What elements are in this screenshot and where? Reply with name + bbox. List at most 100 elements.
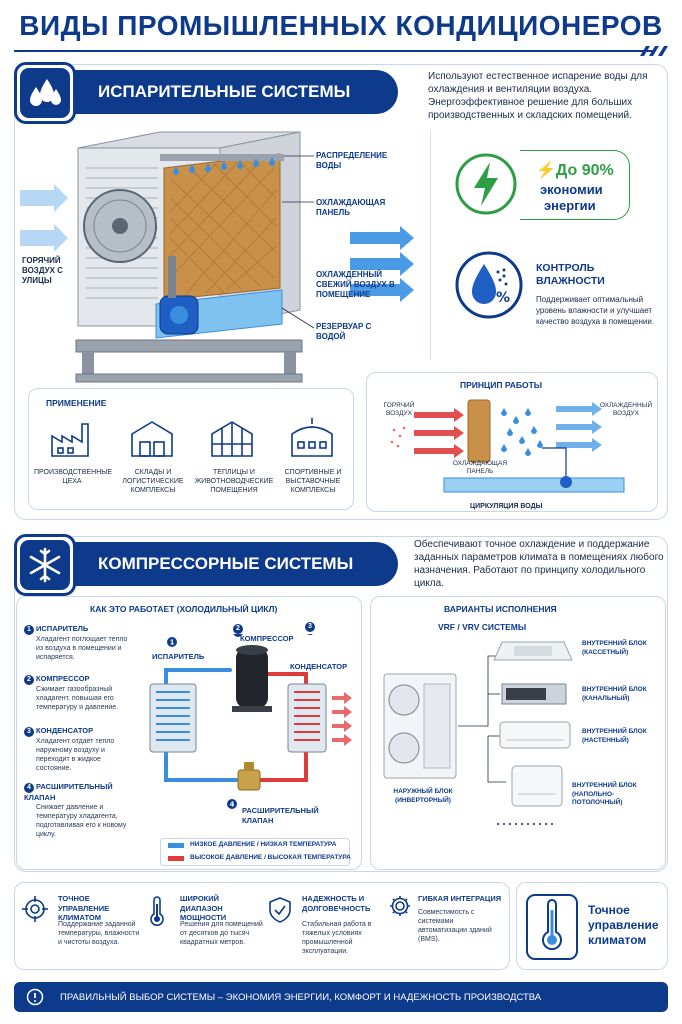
legend-high-label: ВЫСОКОЕ ДАВЛЕНИЕ / ВЫСОКАЯ ТЕМПЕРАТУРА (190, 854, 351, 861)
label-cooling-panel: ОХЛАЖДАЮЩАЯ ПАНЕЛЬ (316, 198, 386, 217)
comp-section-title: КОМПРЕССОРНЫЕ СИСТЕМЫ (98, 554, 354, 573)
label-water-distribution: РАСПРЕДЕЛЕНИЕ ВОДЫ (316, 151, 388, 170)
evap-section-title: ИСПАРИТЕЛЬНЫЕ СИСТЕМЫ (98, 82, 351, 101)
shield-check-icon (269, 897, 291, 923)
label-cool-air: ОХЛАЖДЕННЫЙ СВЕЖИЙ ВОЗДУХ В ПОМЕЩЕНИЕ (316, 270, 395, 299)
diagram-number-3: 3 (305, 622, 315, 632)
title-underline (14, 50, 654, 52)
svg-text:4: 4 (230, 801, 235, 809)
feature-power-range: ШИРОКИЙ ДИАПАЗОН МОЩНОСТИ Решения для по… (142, 892, 263, 966)
indoor-unit-cassette: ВНУТРЕННИЙ БЛОК (КАССЕТНЫЙ) (582, 640, 647, 656)
step-title: КОНДЕНСАТОР (36, 726, 94, 735)
savings-card (520, 150, 630, 220)
footer-text: ПРАВИЛЬНЫЙ ВЫБОР СИСТЕМЫ – ЭКОНОМИЯ ЭНЕР… (60, 991, 542, 1003)
refrigeration-cycle-diagram: 1 4 (149, 634, 352, 809)
principle-title: ПРИНЦИП РАБОТЫ (460, 380, 543, 390)
humidity-title: КОНТРОЛЬ ВЛАЖНОСТИ (536, 262, 605, 287)
legend-high-swatch (168, 856, 184, 861)
svg-text:1: 1 (170, 639, 175, 647)
step-text: Хладагент отдает тепло наружному воздуху… (36, 738, 115, 772)
feature-text: Решения для помещений от десятков до тыс… (180, 921, 263, 946)
step-text: Снижает давление и температуру хладагент… (36, 803, 127, 838)
feature-precise-control: ТОЧНОЕ УПРАВЛЕНИЕ КЛИМАТОМ Поддержание з… (20, 892, 140, 966)
step-title: КОМПРЕССОР (36, 674, 90, 683)
diagram-label-compressor: КОМПРЕССОР (240, 634, 294, 643)
climate-card-line1: Точное (588, 903, 630, 917)
factory-icon (51, 423, 89, 457)
title-stripes (640, 46, 668, 56)
variants-title: ВАРИАНТЫ ИСПОЛНЕНИЯ (444, 604, 557, 614)
evap-section-header: ИСПАРИТЕЛЬНЫЕ СИСТЕМЫ (18, 70, 398, 114)
feature-title: ГИБКАЯ ИНТЕГРАЦИЯ (418, 894, 502, 903)
stadium-icon (291, 418, 333, 457)
greenhouse-icon (211, 421, 253, 457)
evap-vertical-divider (430, 130, 431, 360)
application-title: ПРИМЕНЕНИЕ (46, 398, 107, 408)
application-panel (28, 388, 354, 510)
footer-banner: ПРАВИЛЬНЫЙ ВЫБОР СИСТЕМЫ – ЭКОНОМИЯ ЭНЕР… (14, 982, 668, 1012)
outdoor-unit-label: НАРУЖНЫЙ БЛОК (ИНВЕРТОРНЫЙ) (393, 788, 453, 804)
diagram-number-2: 2 (233, 624, 243, 634)
vrf-variants-diagram (383, 641, 573, 825)
thermometer-badge-icon (526, 894, 578, 960)
info-icon (26, 988, 44, 1006)
label-reservoir: РЕЗЕРВУАР С ВОДОЙ (316, 322, 372, 341)
step-number-badge: 3 (24, 727, 34, 737)
step-number-badge: 4 (24, 783, 34, 793)
principle-panel-label: ОХЛАЖДАЮЩАЯ ПАНЕЛЬ (452, 460, 508, 475)
legend-low-label: НИЗКОЕ ДАВЛЕНИЕ / НИЗКАЯ ТЕМПЕРАТУРА (190, 841, 337, 848)
target-icon (22, 896, 48, 922)
page-title: ВИДЫ ПРОМЫШЛЕННЫХ КОНДИЦИОНЕРОВ (19, 10, 663, 41)
step-number-badge: 1 (24, 625, 34, 635)
feature-text: Поддержание заданной температуры, влажно… (58, 921, 140, 946)
snowflake-icon (14, 534, 76, 596)
feature-text: Стабильная работа в тяжелых условиях про… (302, 921, 372, 955)
principle-hot-air: ГОРЯЧИЙ ВОЗДУХ (383, 402, 415, 417)
feature-title: ТОЧНОЕ УПРАВЛЕНИЕ КЛИМАТОМ (58, 894, 110, 922)
humidity-icon: % (455, 251, 523, 319)
feature-integration: ГИБКАЯ ИНТЕГРАЦИЯ Совместимость с систем… (386, 892, 506, 966)
water-drops-icon (14, 62, 76, 124)
indoor-unit-floor-ceiling: ВНУТРЕННИЙ БЛОК (НАПОЛЬНО-ПОТОЛОЧНЫЙ) (572, 782, 637, 806)
lightning-icon (455, 153, 517, 215)
diagram-label-valve: РАСШИРИТЕЛЬНЫЙ КЛАПАН (242, 806, 319, 825)
svg-text:%: % (496, 290, 510, 306)
savings-percent: ⚡До 90% (536, 162, 614, 179)
application-item-stadium: СПОРТИВНЫЕ И ВЫСТАВОЧНЫЕ КОМПЛЕКСЫ (284, 469, 342, 494)
step-title: РАСШИРИТЕЛЬНЫЙ КЛАПАН (24, 782, 113, 802)
step-title: ИСПАРИТЕЛЬ (36, 624, 89, 633)
evap-description: Используют естественное испарение воды д… (428, 71, 648, 121)
feature-title: НАДЕЖНОСТЬ И ДОЛГОВЕЧНОСТЬ (302, 894, 371, 913)
humidity-text: Поддерживает оптимальный уровень влажнос… (536, 295, 655, 326)
warehouse-icon (131, 421, 173, 457)
comp-section-header: КОМПРЕССОРНЫЕ СИСТЕМЫ (18, 542, 398, 586)
features-panel (14, 882, 510, 970)
principle-circulation: ЦИРКУЛЯЦИЯ ВОДЫ (470, 503, 543, 510)
principle-cool-air: ОХЛАЖДЕННЫЙ ВОЗДУХ (599, 402, 653, 417)
label-hot-air: ГОРЯЧИЙ ВОЗДУХ С УЛИЦЫ (22, 256, 63, 285)
feature-reliability: НАДЕЖНОСТЬ И ДОЛГОВЕЧНОСТЬ Стабильная ра… (264, 892, 384, 966)
application-item-greenhouse: ТЕПЛИЦЫ И ЖИВОТНОВОДЧЕСКИЕ ПОМЕЩЕНИЯ (194, 469, 274, 494)
climate-card-line2: управление (588, 918, 659, 932)
comp-description: Обеспечивают точное охлаждение и поддерж… (414, 539, 664, 589)
climate-card-line3: климатом (588, 933, 647, 947)
savings-bolt-icon: ⚡ (536, 162, 556, 179)
savings-line2: энергии (544, 198, 596, 213)
indoor-unit-wall: ВНУТРЕННИЙ БЛОК (НАСТЕННЫЙ) (582, 728, 647, 744)
feature-title: ШИРОКИЙ ДИАПАЗОН МОЩНОСТИ (180, 894, 227, 922)
application-item-factory: ПРОИЗВОДСТВЕННЫЕ ЦЕХА (34, 469, 113, 485)
application-item-warehouse: СКЛАДЫ И ЛОГИСТИЧЕСКИЕ КОМПЛЕКСЫ (122, 469, 184, 494)
step-text: Сжимает газообразный хладагент, повышая … (36, 686, 119, 711)
feature-text: Совместимость с системами автоматизации … (418, 909, 492, 943)
cycle-legend (160, 838, 350, 866)
variants-subtitle: VRF / VRV СИСТЕМЫ (438, 622, 527, 632)
step-text: Хладагент поглощает тепло из воздуха в п… (36, 636, 128, 661)
gear-icon (390, 896, 410, 916)
cycle-title: КАК ЭТО РАБОТАЕТ (ХОЛОДИЛЬНЫЙ ЦИКЛ) (90, 604, 278, 614)
savings-line1: экономии (540, 182, 603, 197)
indoor-unit-ducted: ВНУТРЕННИЙ БЛОК (КАНАЛЬНЫЙ) (582, 686, 647, 702)
